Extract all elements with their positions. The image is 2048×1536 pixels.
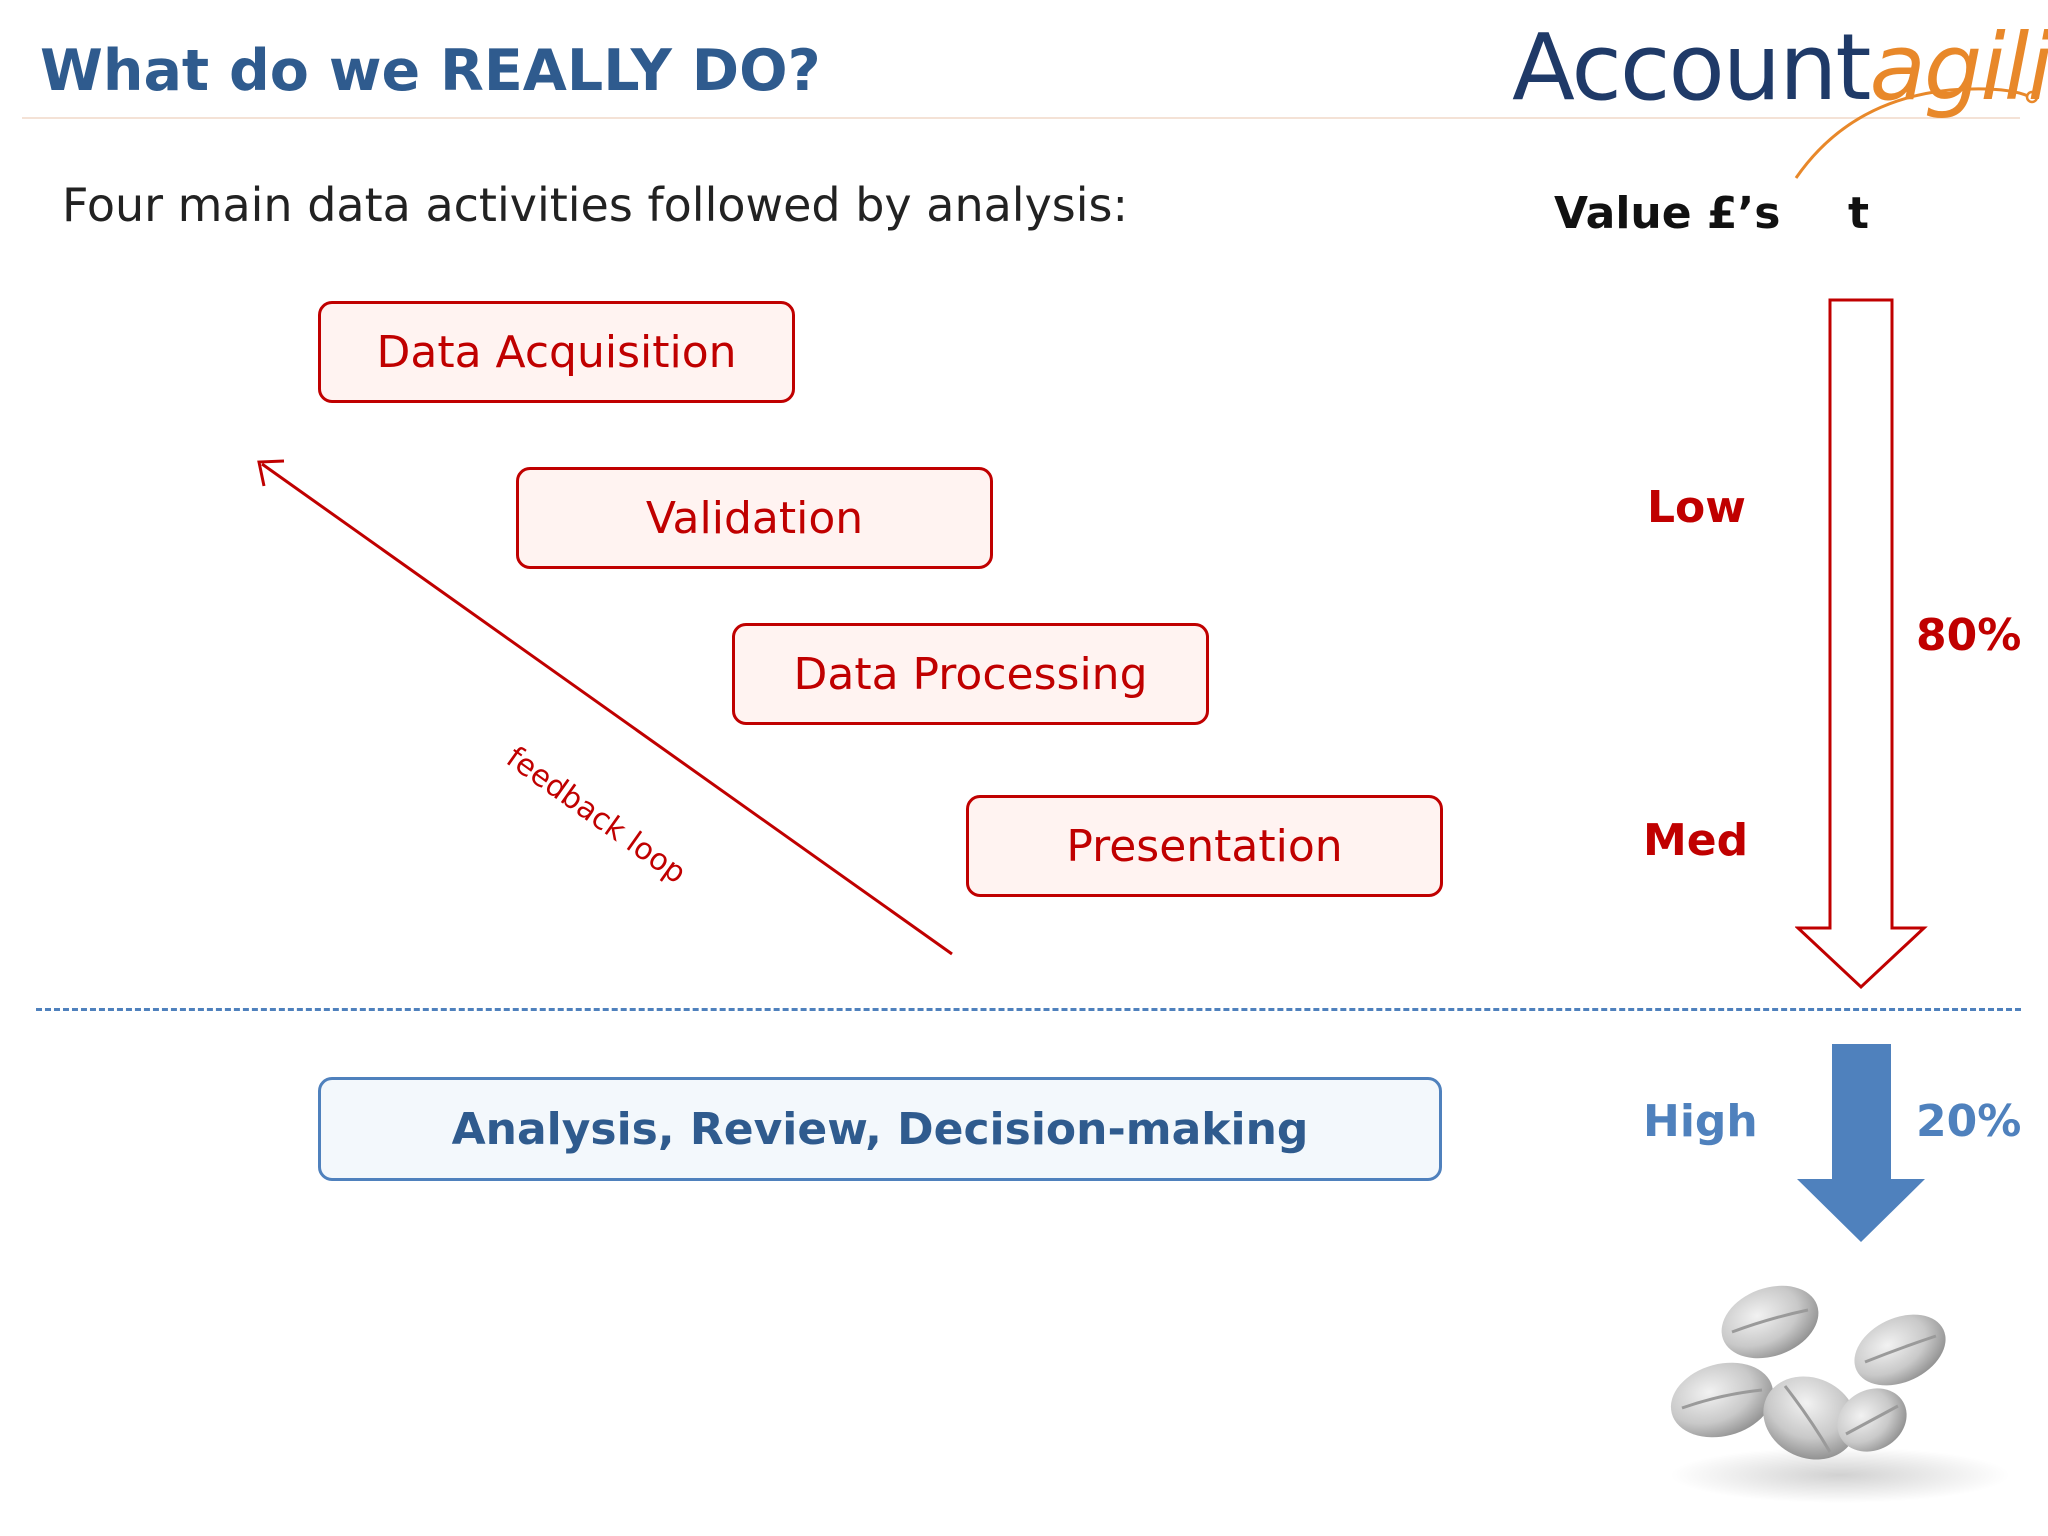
value-level-low: Low: [1647, 482, 1746, 533]
title-divider: [22, 117, 2020, 119]
page-title: What do we REALLY DO?: [40, 38, 821, 104]
time-share-80: 80%: [1916, 610, 2022, 661]
analysis-box: Analysis, Review, Decision-making: [318, 1077, 1442, 1181]
time-arrow-20-icon: [1797, 1044, 1925, 1242]
value-level-med: Med: [1643, 815, 1749, 866]
activity-box-validation: Validation: [516, 467, 993, 569]
company-logo: Accountagility: [1512, 14, 2048, 121]
time-share-20: 20%: [1916, 1096, 2022, 1147]
logo-text-accent: agility: [1869, 14, 2048, 121]
coffee-beans-icon: [1670, 1285, 2010, 1503]
logo-text-main: Account: [1512, 14, 1871, 121]
activity-box-data-acquisition: Data Acquisition: [318, 301, 795, 403]
time-arrow-80-icon: [1795, 298, 1928, 990]
intro-text: Four main data activities followed by an…: [62, 178, 1129, 232]
value-level-high: High: [1643, 1096, 1758, 1147]
value-column-heading: Value £’s: [1554, 188, 1781, 239]
logo-swoosh-icon: [1794, 87, 2039, 179]
activity-box-data-processing: Data Processing: [732, 623, 1209, 725]
time-column-heading: t: [1848, 188, 1870, 239]
section-divider: [36, 1008, 2021, 1011]
activity-box-presentation: Presentation: [966, 795, 1443, 897]
